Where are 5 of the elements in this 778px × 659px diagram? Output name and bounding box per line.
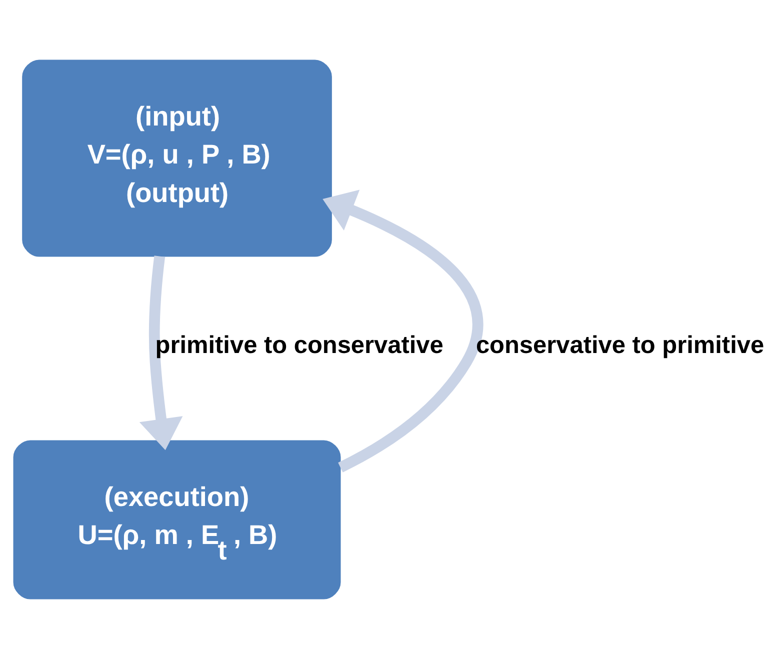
arrow [322,190,484,472]
edge-label: primitive to conservative [155,332,444,360]
node-box: (input) V=(ρ, u , P , B) (output) [22,60,332,257]
arrow [139,256,183,450]
edge-label: conservative to primitive [476,332,764,360]
